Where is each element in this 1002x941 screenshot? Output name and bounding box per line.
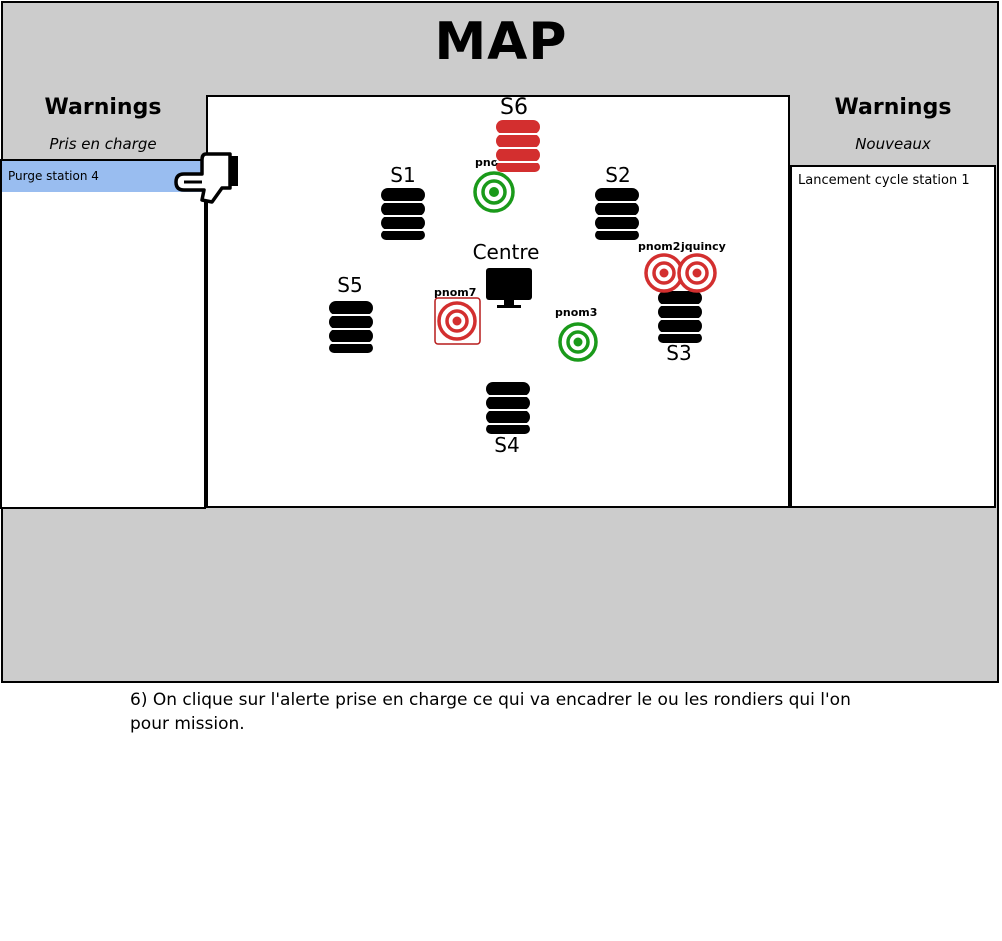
station-label-s2: S2 bbox=[605, 163, 631, 187]
patroller-target-pnom[interactable] bbox=[473, 171, 515, 213]
station-icon-s4[interactable] bbox=[485, 381, 531, 435]
right-warnings-list bbox=[790, 165, 996, 508]
patroller-label-pnom3: pnom3 bbox=[555, 306, 598, 319]
page-title: MAP bbox=[434, 12, 568, 72]
patroller-target-pnom7[interactable] bbox=[434, 297, 481, 345]
station-icon-s3[interactable] bbox=[657, 290, 703, 344]
caption-text: 6) On clique sur l'alerte prise en charg… bbox=[130, 690, 851, 734]
patroller-target-jquincy[interactable] bbox=[677, 253, 717, 293]
station-icon-s1[interactable] bbox=[380, 187, 426, 241]
patroller-highlight-frame bbox=[434, 297, 481, 345]
left-warnings-subheading: Pris en charge bbox=[49, 135, 157, 153]
patroller-target-pnom3[interactable] bbox=[558, 322, 598, 362]
patroller-target-pnom2[interactable] bbox=[644, 253, 684, 293]
station-icon-s2[interactable] bbox=[594, 187, 640, 241]
hand-cursor-icon bbox=[174, 152, 238, 204]
station-icon-s6[interactable] bbox=[495, 119, 541, 173]
station-label-s4: S4 bbox=[494, 433, 520, 457]
center-label: Centre bbox=[472, 240, 540, 264]
patroller-label-pnom7: pnom7 bbox=[434, 286, 477, 299]
monitor-icon[interactable] bbox=[486, 268, 532, 308]
right-warnings-subheading: Nouveaux bbox=[855, 135, 931, 153]
station-label-s6: S6 bbox=[500, 95, 528, 120]
station-label-s5: S5 bbox=[337, 273, 363, 297]
alert-item-new[interactable]: Lancement cycle station 1 bbox=[798, 173, 970, 188]
station-label-s3: S3 bbox=[666, 341, 692, 365]
patroller-label-jquincy: jquincy bbox=[681, 240, 726, 253]
alert-item-taken[interactable]: Purge station 4 bbox=[2, 161, 205, 192]
left-warnings-heading: Warnings bbox=[44, 95, 162, 120]
right-warnings-heading: Warnings bbox=[834, 95, 952, 120]
left-warnings-list bbox=[0, 159, 206, 509]
station-label-s1: S1 bbox=[390, 163, 416, 187]
station-icon-s5[interactable] bbox=[328, 300, 374, 354]
patroller-label-pnom2: pnom2 bbox=[638, 240, 681, 253]
